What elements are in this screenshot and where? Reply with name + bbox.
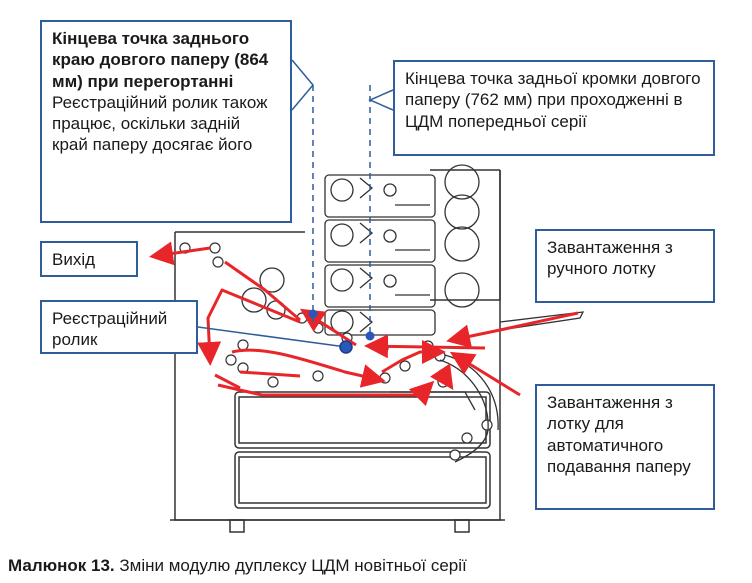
paper-path [149, 241, 579, 407]
long-paper-end-title: Кінцева точка заднього краю довгого папе… [52, 29, 269, 91]
long-paper-end-body: Реєстраційний ролик також працює, оскіль… [52, 92, 268, 155]
duplex-rollers [179, 242, 493, 461]
previous-series-end-text: Кінцева точка задньої кромки довгого пап… [405, 69, 701, 131]
manual-tray-text: Завантаження з ручного лотку [547, 238, 673, 279]
caption-prefix: Малюнок 13. [8, 556, 115, 575]
callout-exit: Вихід [40, 241, 138, 277]
callout-previous-series-end: Кінцева точка задньої кромки довгого пап… [393, 60, 715, 156]
figure-caption: Малюнок 13. Зміни модулю дуплексу ЦДМ но… [8, 556, 467, 576]
callout-manual-tray: Завантаження з ручного лотку [535, 229, 715, 303]
fuser-rollers [241, 267, 286, 320]
registration-roller-label: Реєстраційний ролик [52, 309, 168, 350]
callout-leaders [197, 59, 394, 348]
callout-registration-roller: Реєстраційний ролик [40, 300, 198, 354]
reference-markers [308, 309, 375, 354]
callout-long-paper-end: Кінцева точка заднього краю довгого папе… [40, 20, 292, 223]
paper-end-reference-lines [312, 85, 371, 335]
machine-outline [170, 169, 505, 533]
caption-text: Зміни модулю дуплексу ЦДМ новітньої сері… [114, 556, 467, 575]
adf-tray-text: Завантаження з лотку для автоматичного п… [547, 393, 691, 476]
exit-label: Вихід [52, 250, 96, 269]
manual-tray [499, 311, 585, 331]
imaging-units [324, 164, 480, 336]
callout-adf-tray: Завантаження з лотку для автоматичного п… [535, 384, 715, 510]
